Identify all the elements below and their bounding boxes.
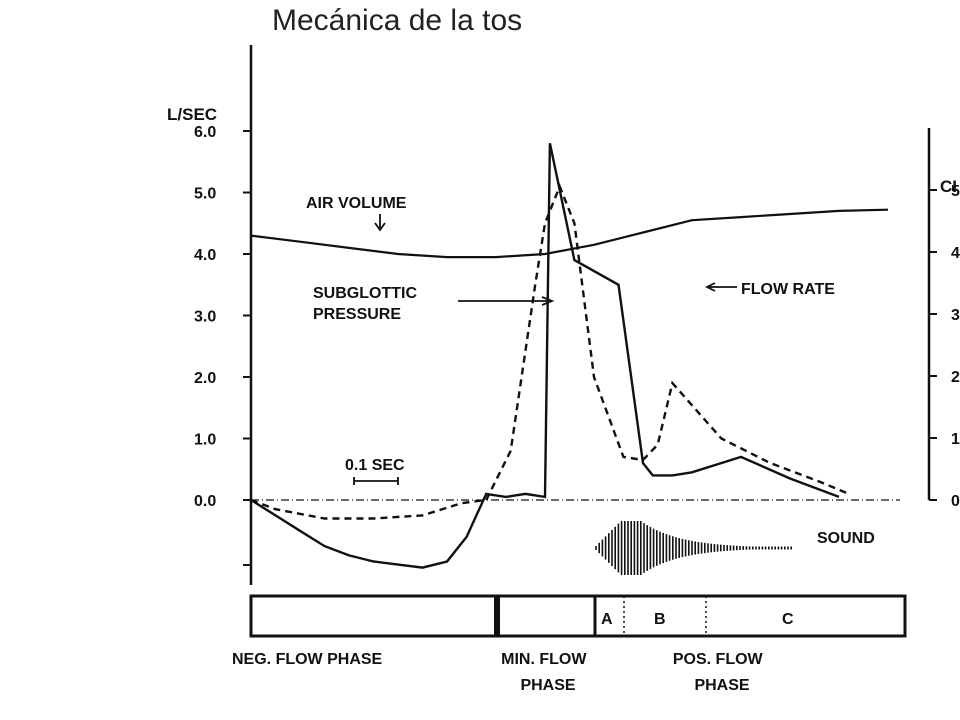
annotation-air-volume: AIR VOLUME bbox=[306, 195, 407, 212]
subglottic-arrow bbox=[458, 296, 555, 306]
y-right-tick-label: 3 bbox=[951, 307, 960, 324]
y-tick-group: 6.0 5.0 4.0 3.0 2.0 1.0 0.0 bbox=[194, 124, 251, 510]
annotation-subglottic: SUBGLOTTIC PRESSURE bbox=[313, 285, 421, 323]
y-tick-label: 0.0 bbox=[194, 493, 216, 510]
series-subglottic-pressure bbox=[250, 183, 850, 520]
phase-label-neg: NEG. FLOW PHASE bbox=[232, 651, 383, 668]
phase-bar bbox=[249, 594, 907, 638]
series-flow-rate bbox=[250, 143, 840, 569]
y-right-tick-label: 0 bbox=[951, 493, 960, 510]
y-right-tick-label: 5 bbox=[951, 183, 960, 200]
slide-title: Mecánica de la tos bbox=[272, 4, 523, 37]
phase-sub-a: A bbox=[601, 611, 613, 628]
y-tick-label: 1.0 bbox=[194, 432, 216, 449]
y-tick-label: 5.0 bbox=[194, 186, 216, 203]
phase-sub-c: C bbox=[782, 611, 794, 628]
y-axis-left-unit: L/SEC bbox=[167, 105, 217, 124]
phase-sub-b: B bbox=[654, 611, 666, 628]
annotation-flow-rate: FLOW RATE bbox=[741, 281, 835, 298]
y-right-tick-label: 4 bbox=[951, 245, 960, 262]
phase-label-pos: POS. FLOW PHASE bbox=[673, 651, 767, 694]
time-scale-label: 0.1 SEC bbox=[345, 457, 405, 474]
annotation-sound: SOUND bbox=[817, 530, 875, 547]
y-right-tick-label: 1 bbox=[951, 431, 960, 448]
time-scale-bar bbox=[353, 477, 399, 485]
y-right-tick-label: 2 bbox=[951, 369, 960, 386]
y-right-tick-group: 5 4 3 2 1 0 bbox=[929, 183, 960, 510]
sound-waveform bbox=[595, 521, 793, 575]
y-tick-label: 4.0 bbox=[194, 247, 216, 264]
y-tick-label: 3.0 bbox=[194, 309, 216, 326]
y-tick-label: 2.0 bbox=[194, 370, 216, 387]
air-volume-arrow bbox=[374, 214, 386, 232]
series-air-volume bbox=[250, 208, 889, 259]
flow-rate-arrow bbox=[704, 282, 737, 292]
y-axis-right-unit: CI bbox=[940, 177, 957, 196]
phase-label-min: MIN. FLOW PHASE bbox=[501, 651, 591, 694]
y-tick-label: 6.0 bbox=[194, 124, 216, 141]
